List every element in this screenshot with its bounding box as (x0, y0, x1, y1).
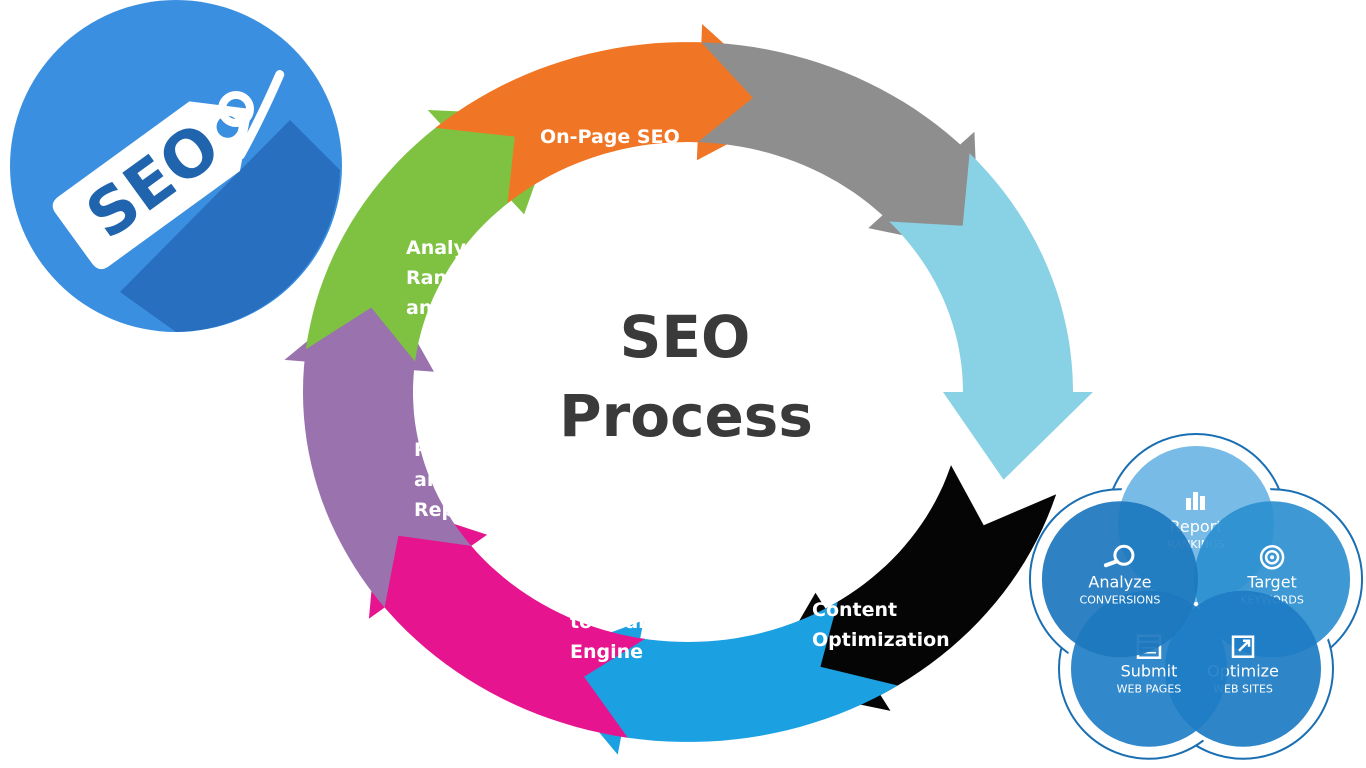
process-cycle: Website andCompetitiveAnalysisOptimizePa… (284, 24, 1093, 755)
step-arrow-submit-site (305, 110, 560, 362)
petal-title: Analyze (1088, 572, 1151, 591)
step-arrow-off-page-promotion (435, 24, 796, 204)
step-arrow-content-optimization (284, 279, 472, 608)
step-arrow-analysing-ranking (697, 42, 980, 252)
step-arrow-on-page-seo (889, 153, 1093, 480)
seo-services-flower: ReportRANKINGSTargetKEYWORDSOptimizeWEB … (1028, 433, 1364, 760)
center-title-line2: Process (559, 382, 813, 450)
target-icon (1259, 545, 1285, 570)
petal-subtitle: WEB PAGES (1117, 683, 1182, 696)
bar-chart-icon (1186, 492, 1205, 510)
petal-title: Report (1169, 517, 1222, 536)
seo-tag-logo: SEO (10, 0, 342, 332)
step-arrow-website-analysis (762, 465, 1057, 711)
magnifier-icon (1103, 544, 1135, 568)
external-link-icon (1231, 635, 1255, 658)
center-title: SEO Process (559, 303, 813, 450)
logo-shadow (120, 120, 340, 332)
petal-subtitle: WEB SITES (1213, 683, 1273, 696)
petal-title: Submit (1121, 662, 1178, 681)
center-title-line1: SEO (620, 303, 751, 371)
petal-subtitle: CONVERSIONS (1080, 593, 1161, 606)
step-arrow-build-back-links (368, 499, 645, 738)
tag-hole-ring (218, 91, 254, 127)
tag-string (236, 70, 285, 160)
petal-title: Target (1246, 572, 1297, 591)
step-label-on-page-seo: On-Page SEO (540, 126, 680, 148)
